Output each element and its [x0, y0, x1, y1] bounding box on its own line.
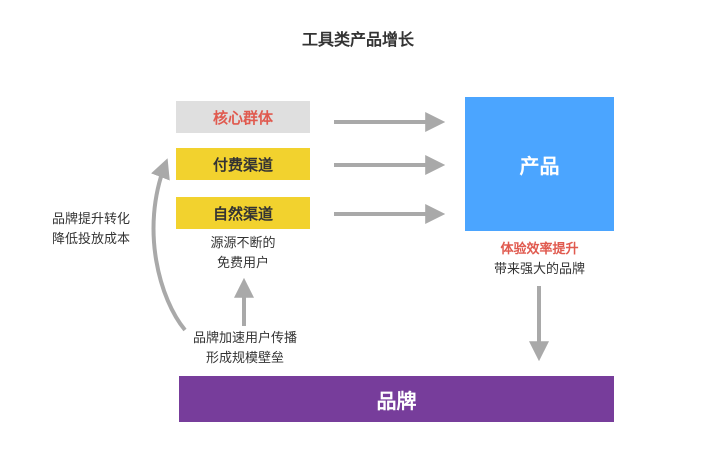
- product-effect-note: 体验效率提升 带来强大的品牌: [465, 240, 614, 280]
- brand-spread-note-line2: 形成规模壁垒: [205, 351, 284, 366]
- paid-channel-box: 付费渠道: [176, 148, 310, 180]
- product-effect-note-line2: 带来强大的品牌: [493, 262, 585, 277]
- brand-spread-note-line1: 品牌加速用户传播: [192, 331, 297, 346]
- natural-users-note-line2: 免费用户: [216, 256, 269, 271]
- core-group-box: 核心群体: [176, 101, 310, 133]
- brand-spread-note: 品牌加速用户传播 形成规模壁垒: [160, 329, 330, 369]
- arrow-brand-curve-to-paid: [151, 158, 187, 332]
- brand-conversion-note: 品牌提升转化 降低投放成本: [36, 210, 146, 250]
- natural-channel-box: 自然渠道: [176, 197, 310, 229]
- natural-users-note: 源源不断的 免费用户: [176, 234, 310, 274]
- brand-conversion-note-line1: 品牌提升转化: [51, 212, 130, 227]
- brand-conversion-note-line2: 降低投放成本: [51, 232, 130, 247]
- natural-users-note-line1: 源源不断的: [210, 236, 276, 251]
- product-box: 产品: [465, 97, 614, 231]
- diagram-title: 工具类产品增长: [301, 30, 414, 49]
- brand-box: 品牌: [179, 376, 614, 422]
- product-effect-note-line1: 体验效率提升: [500, 242, 579, 257]
